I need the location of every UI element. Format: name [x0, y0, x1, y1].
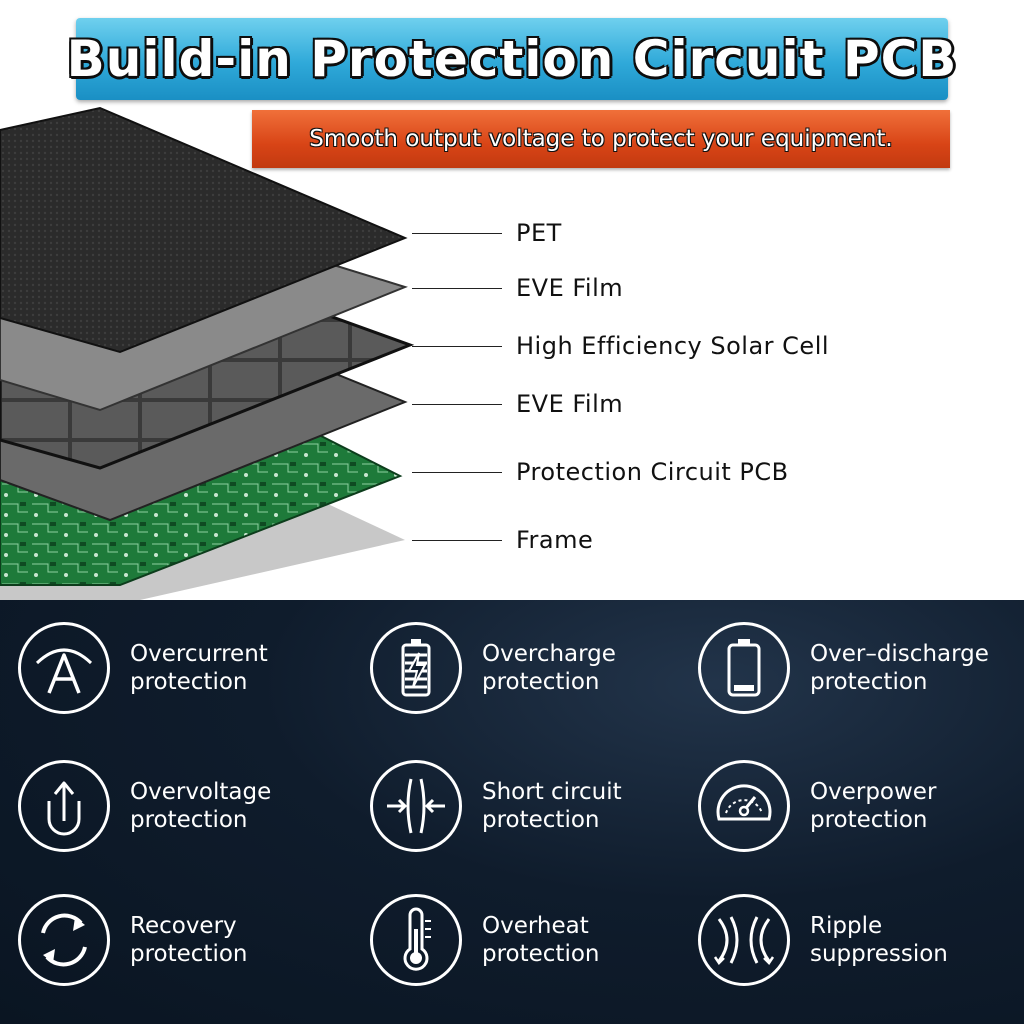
layer-label-frame: Frame — [412, 525, 593, 555]
feature-title: Overvoltage — [130, 779, 272, 805]
u-turn-arrow-icon — [18, 760, 110, 852]
feature-subtitle: protection — [810, 669, 928, 695]
feature-subtitle: protection — [482, 941, 600, 967]
layer-label-pet: PET — [412, 218, 562, 248]
battery-charging-icon — [370, 622, 462, 714]
layer-label-solar-cell: High Efficiency Solar Cell — [412, 331, 829, 361]
ripple-icon — [698, 894, 790, 986]
layer-label-pcb: Protection Circuit PCB — [412, 457, 789, 487]
panel-layers-illustration — [0, 106, 415, 600]
feature-title: Short circuit — [482, 779, 622, 805]
thermometer-icon — [370, 894, 462, 986]
leader-line — [412, 345, 502, 347]
battery-low-icon — [698, 622, 790, 714]
subtitle-banner: Smooth output voltage to protect your eq… — [252, 110, 950, 168]
feature-title: Overcharge — [482, 641, 616, 667]
page-title: Build-in Protection Circuit PCB — [66, 30, 958, 88]
feature-subtitle: protection — [130, 669, 248, 695]
title-banner: Build-in Protection Circuit PCB — [67, 18, 956, 100]
recycle-arrows-icon — [18, 894, 110, 986]
leader-line — [412, 403, 502, 405]
ammeter-icon — [18, 622, 110, 714]
leader-line — [412, 539, 502, 541]
feature-title: Recovery — [130, 913, 237, 939]
layer-label-eve-film-lower: EVE Film — [412, 389, 623, 419]
feature-subtitle: protection — [482, 807, 600, 833]
leader-line — [412, 232, 502, 234]
feature-title: Overpower — [810, 779, 937, 805]
speedometer-icon — [698, 760, 790, 852]
leader-line — [412, 471, 502, 473]
feature-title: Overheat — [482, 913, 589, 939]
feature-title: Overcurrent — [130, 641, 268, 667]
short-circuit-icon — [370, 760, 462, 852]
leader-line — [412, 287, 502, 289]
layer-label-eve-film-upper: EVE Film — [412, 273, 623, 303]
feature-subtitle: protection — [130, 807, 248, 833]
feature-subtitle: protection — [810, 807, 928, 833]
page-subtitle: Smooth output voltage to protect your eq… — [309, 126, 893, 152]
feature-title: Ripple — [810, 913, 883, 939]
feature-subtitle: protection — [130, 941, 248, 967]
pet-layer — [0, 106, 408, 354]
feature-title: Over–discharge — [810, 641, 989, 667]
feature-subtitle: protection — [482, 669, 600, 695]
feature-subtitle: suppression — [810, 941, 948, 967]
